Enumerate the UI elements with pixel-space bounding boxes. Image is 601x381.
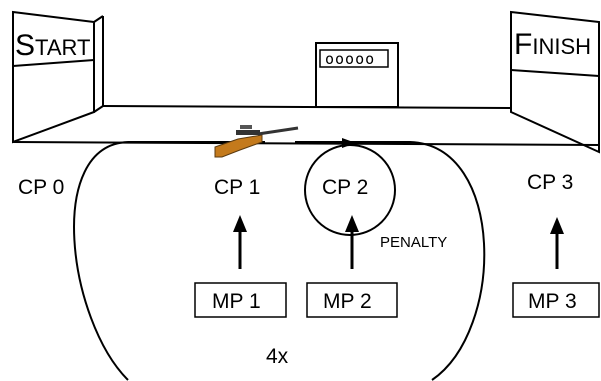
checkpoint-label-1: CP 1	[214, 176, 260, 199]
arrow-mp3-cp3	[550, 217, 564, 269]
measure-point-box-1: MP 1	[194, 282, 287, 318]
rifle-icon	[214, 125, 299, 158]
measure-point-label-1: MP 1	[212, 290, 261, 313]
penalty-loop-arrowhead	[342, 138, 356, 148]
measure-point-label-3: MP 3	[528, 290, 577, 313]
measure-point-box-3: MP 3	[512, 282, 600, 318]
measure-point-box-2: MP 2	[306, 282, 398, 318]
target-scoreboard: ooooo	[315, 42, 399, 108]
arrow-mp2-cp2	[345, 215, 359, 269]
finish-sign-text: FINISH	[514, 28, 591, 61]
penalty-label: PENALTY	[380, 234, 447, 251]
track-platform	[12, 105, 600, 146]
start-sign-text: START	[15, 29, 90, 62]
checkpoint-label-2: CP 2	[322, 176, 368, 199]
checkpoint-label-0: CP 0	[18, 176, 64, 199]
finish-gate: FINISH	[510, 10, 600, 154]
target-dots: ooooo	[325, 50, 375, 68]
arrow-mp1-cp1	[233, 215, 247, 269]
start-gate: START	[12, 10, 104, 144]
laps-label: 4x	[266, 345, 289, 368]
checkpoint-label-3: CP 3	[527, 171, 573, 194]
measure-point-label-2: MP 2	[323, 290, 372, 313]
